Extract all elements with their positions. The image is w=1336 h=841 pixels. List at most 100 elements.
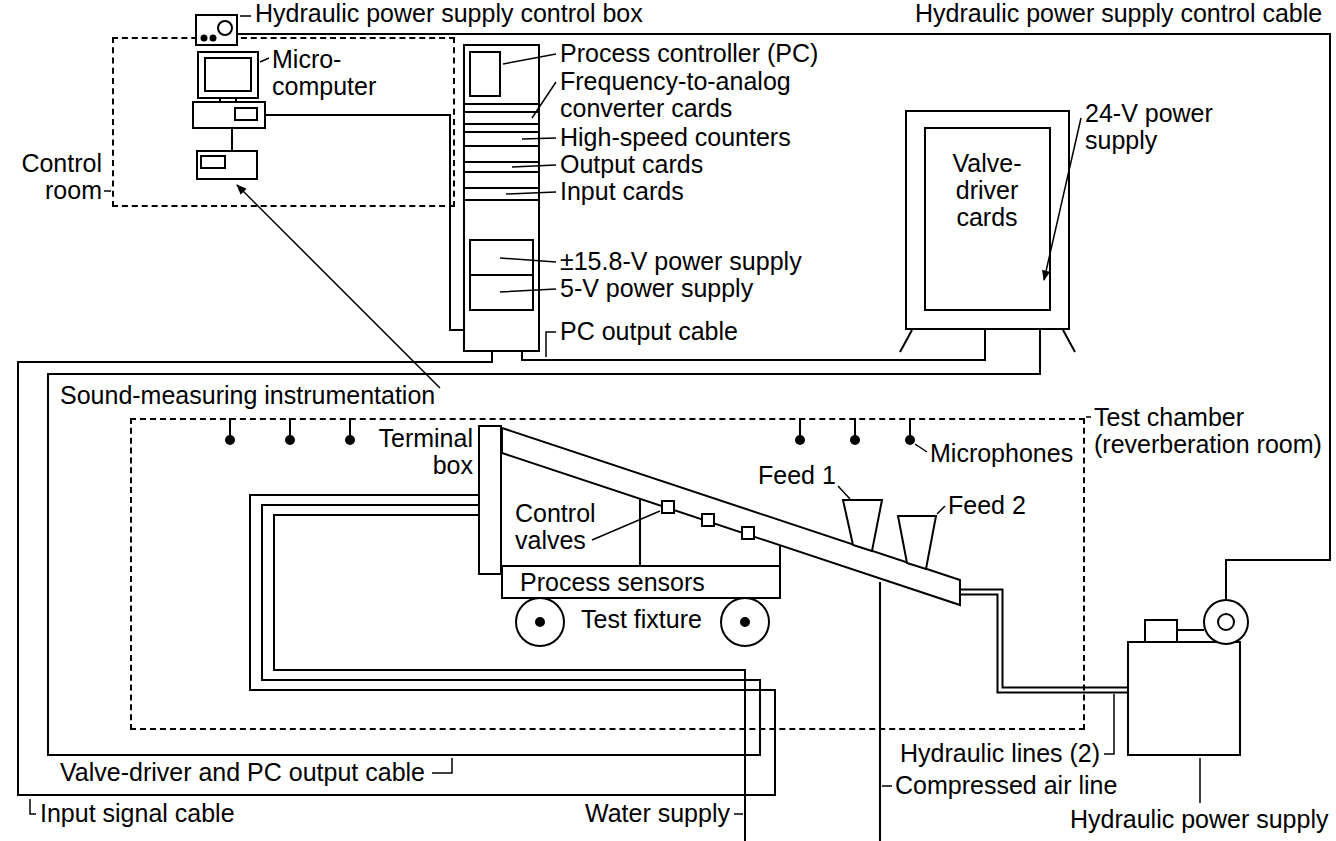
text-slot: Test chamber (reverberation room)	[1094, 404, 1326, 458]
text-slot: Control valves	[515, 500, 625, 554]
text-slot: Sound-measuring instrumentation	[60, 382, 435, 409]
component-label: Test chamber (reverberation room)	[1094, 404, 1326, 458]
microphone	[796, 436, 804, 444]
text-slot: Process controller (PC)	[560, 40, 818, 67]
component-label: Output cards	[560, 151, 703, 178]
microphone	[286, 436, 294, 444]
component-label: Test fixture	[581, 606, 702, 633]
cable-label: Hydraulic power supply control cable	[915, 0, 1322, 27]
component-label: Micro- computer	[272, 46, 382, 100]
cable-label: PC output cable	[560, 318, 738, 345]
text-slot: Control room	[12, 150, 102, 204]
cable-label: Valve-driver and PC output cable	[60, 759, 425, 786]
text-slot: Feed 2	[948, 492, 1026, 519]
sound-instrument-box-part	[201, 156, 225, 168]
text-slot: High-speed counters	[560, 124, 791, 151]
test-fixture-part	[742, 527, 754, 539]
cable-label: Input signal cable	[40, 800, 235, 827]
text-slot: Process sensors	[520, 569, 705, 596]
microphone	[906, 436, 914, 444]
text-slot: Test fixture	[581, 606, 702, 633]
microphone	[851, 436, 859, 444]
test-fixture-part	[843, 500, 882, 551]
connector-group	[265, 115, 463, 330]
hydraulic-lines	[960, 592, 1128, 690]
component-label: Control valves	[515, 500, 625, 554]
component-label: Valve- driver cards	[937, 150, 1037, 231]
text-slot: Output cards	[560, 151, 703, 178]
text-slot: Valve- driver cards	[937, 150, 1037, 231]
hydraulic-control-box-part	[202, 36, 207, 41]
hydraulic-control-box-part	[211, 36, 216, 41]
microphone-cords	[230, 418, 910, 436]
cable	[231, 128, 233, 150]
component-label: High-speed counters	[560, 124, 791, 151]
text-slot: 24-V power supply	[1085, 100, 1240, 154]
microphone	[346, 436, 354, 444]
connector-group	[960, 592, 1128, 690]
text-slot: Water supply	[585, 800, 730, 827]
power-supply-divider	[470, 274, 533, 276]
microcomputer-part	[205, 58, 251, 91]
component-label: Feed 1	[758, 462, 836, 489]
terminal-box: Terminal box	[478, 425, 502, 575]
text-slot: 5-V power supply	[560, 275, 753, 302]
hydraulic-power-supply-part	[1177, 629, 1204, 631]
test-fixture-part	[536, 618, 544, 626]
microcomputer-part	[235, 108, 257, 120]
microcomputer-drawing	[193, 52, 265, 128]
text-slot: Hydraulic power supply	[1070, 806, 1328, 833]
component-label: Input cards	[560, 178, 684, 205]
component-label: 24-V power supply	[1085, 100, 1240, 154]
water-supply-line	[274, 515, 745, 841]
cable	[265, 115, 463, 330]
connector-group	[232, 128, 233, 150]
test-fixture-part	[502, 566, 780, 598]
process-controller-cabinet: Process controller (PC)Frequency-to-anal…	[463, 44, 540, 352]
test-fixture-part	[721, 598, 769, 646]
test-fixture-part	[640, 499, 780, 566]
text-slot: Input signal cable	[40, 800, 235, 827]
text-slot: Microphones	[930, 440, 1073, 467]
valve-driver-cable	[48, 330, 1040, 755]
text-slot: Feed 1	[758, 462, 836, 489]
text-slot: Hydraulic lines (2)	[900, 740, 1100, 767]
component-label: Frequency-to-analog converter cards	[560, 68, 810, 122]
microcomputer-part	[193, 102, 265, 128]
text-slot: Hydraulic power supply control box	[255, 0, 643, 27]
pc-module	[470, 52, 500, 96]
component-label: Process sensors	[520, 569, 705, 596]
microcomputer-part	[198, 52, 258, 98]
sound-instrument-box: Sound-measuring instrumentation	[196, 150, 258, 180]
test-fixture-part	[662, 501, 674, 513]
component-label: Process controller (PC)	[560, 40, 818, 67]
hydraulic-power-supply-part	[1204, 600, 1248, 644]
text-slot: Hydraulic power supply control cable	[915, 0, 1322, 27]
hydraulic-control-box: Hydraulic power supply control box	[195, 14, 238, 46]
text-slot: Input cards	[560, 178, 684, 205]
text-slot: Compressed air line	[895, 772, 1117, 799]
component-label: Feed 2	[948, 492, 1026, 519]
text-slot: PC output cable	[560, 318, 738, 345]
text-slot: Frequency-to-analog converter cards	[560, 68, 810, 122]
hydraulic-lines	[960, 592, 1128, 690]
component-label: Sound-measuring instrumentation	[60, 382, 435, 409]
hydraulic-power-supply-part	[1145, 620, 1177, 642]
hydraulic-power-supply-part	[1218, 614, 1234, 630]
text-slot: Micro- computer	[272, 46, 382, 100]
compressed-air-label: Compressed air line	[895, 772, 1117, 799]
component-label: ±15.8-V power supply	[560, 248, 802, 275]
hydraulic-control-box-drawing	[195, 14, 238, 46]
valve-card-rack	[925, 128, 1050, 310]
leader-arrow	[237, 185, 440, 388]
text-slot: Valve-driver and PC output cable	[60, 759, 425, 786]
text-slot: Terminal box	[368, 425, 473, 479]
hydraulic-power-supply-drawing	[1128, 600, 1260, 755]
component-label: Control room	[12, 150, 102, 204]
test-fixture-part	[502, 428, 960, 605]
test-fixture-part	[898, 516, 936, 569]
component-label: Hydraulic power supply	[1070, 806, 1328, 833]
connector-group	[48, 330, 1040, 755]
power-supply-unit	[470, 240, 533, 310]
